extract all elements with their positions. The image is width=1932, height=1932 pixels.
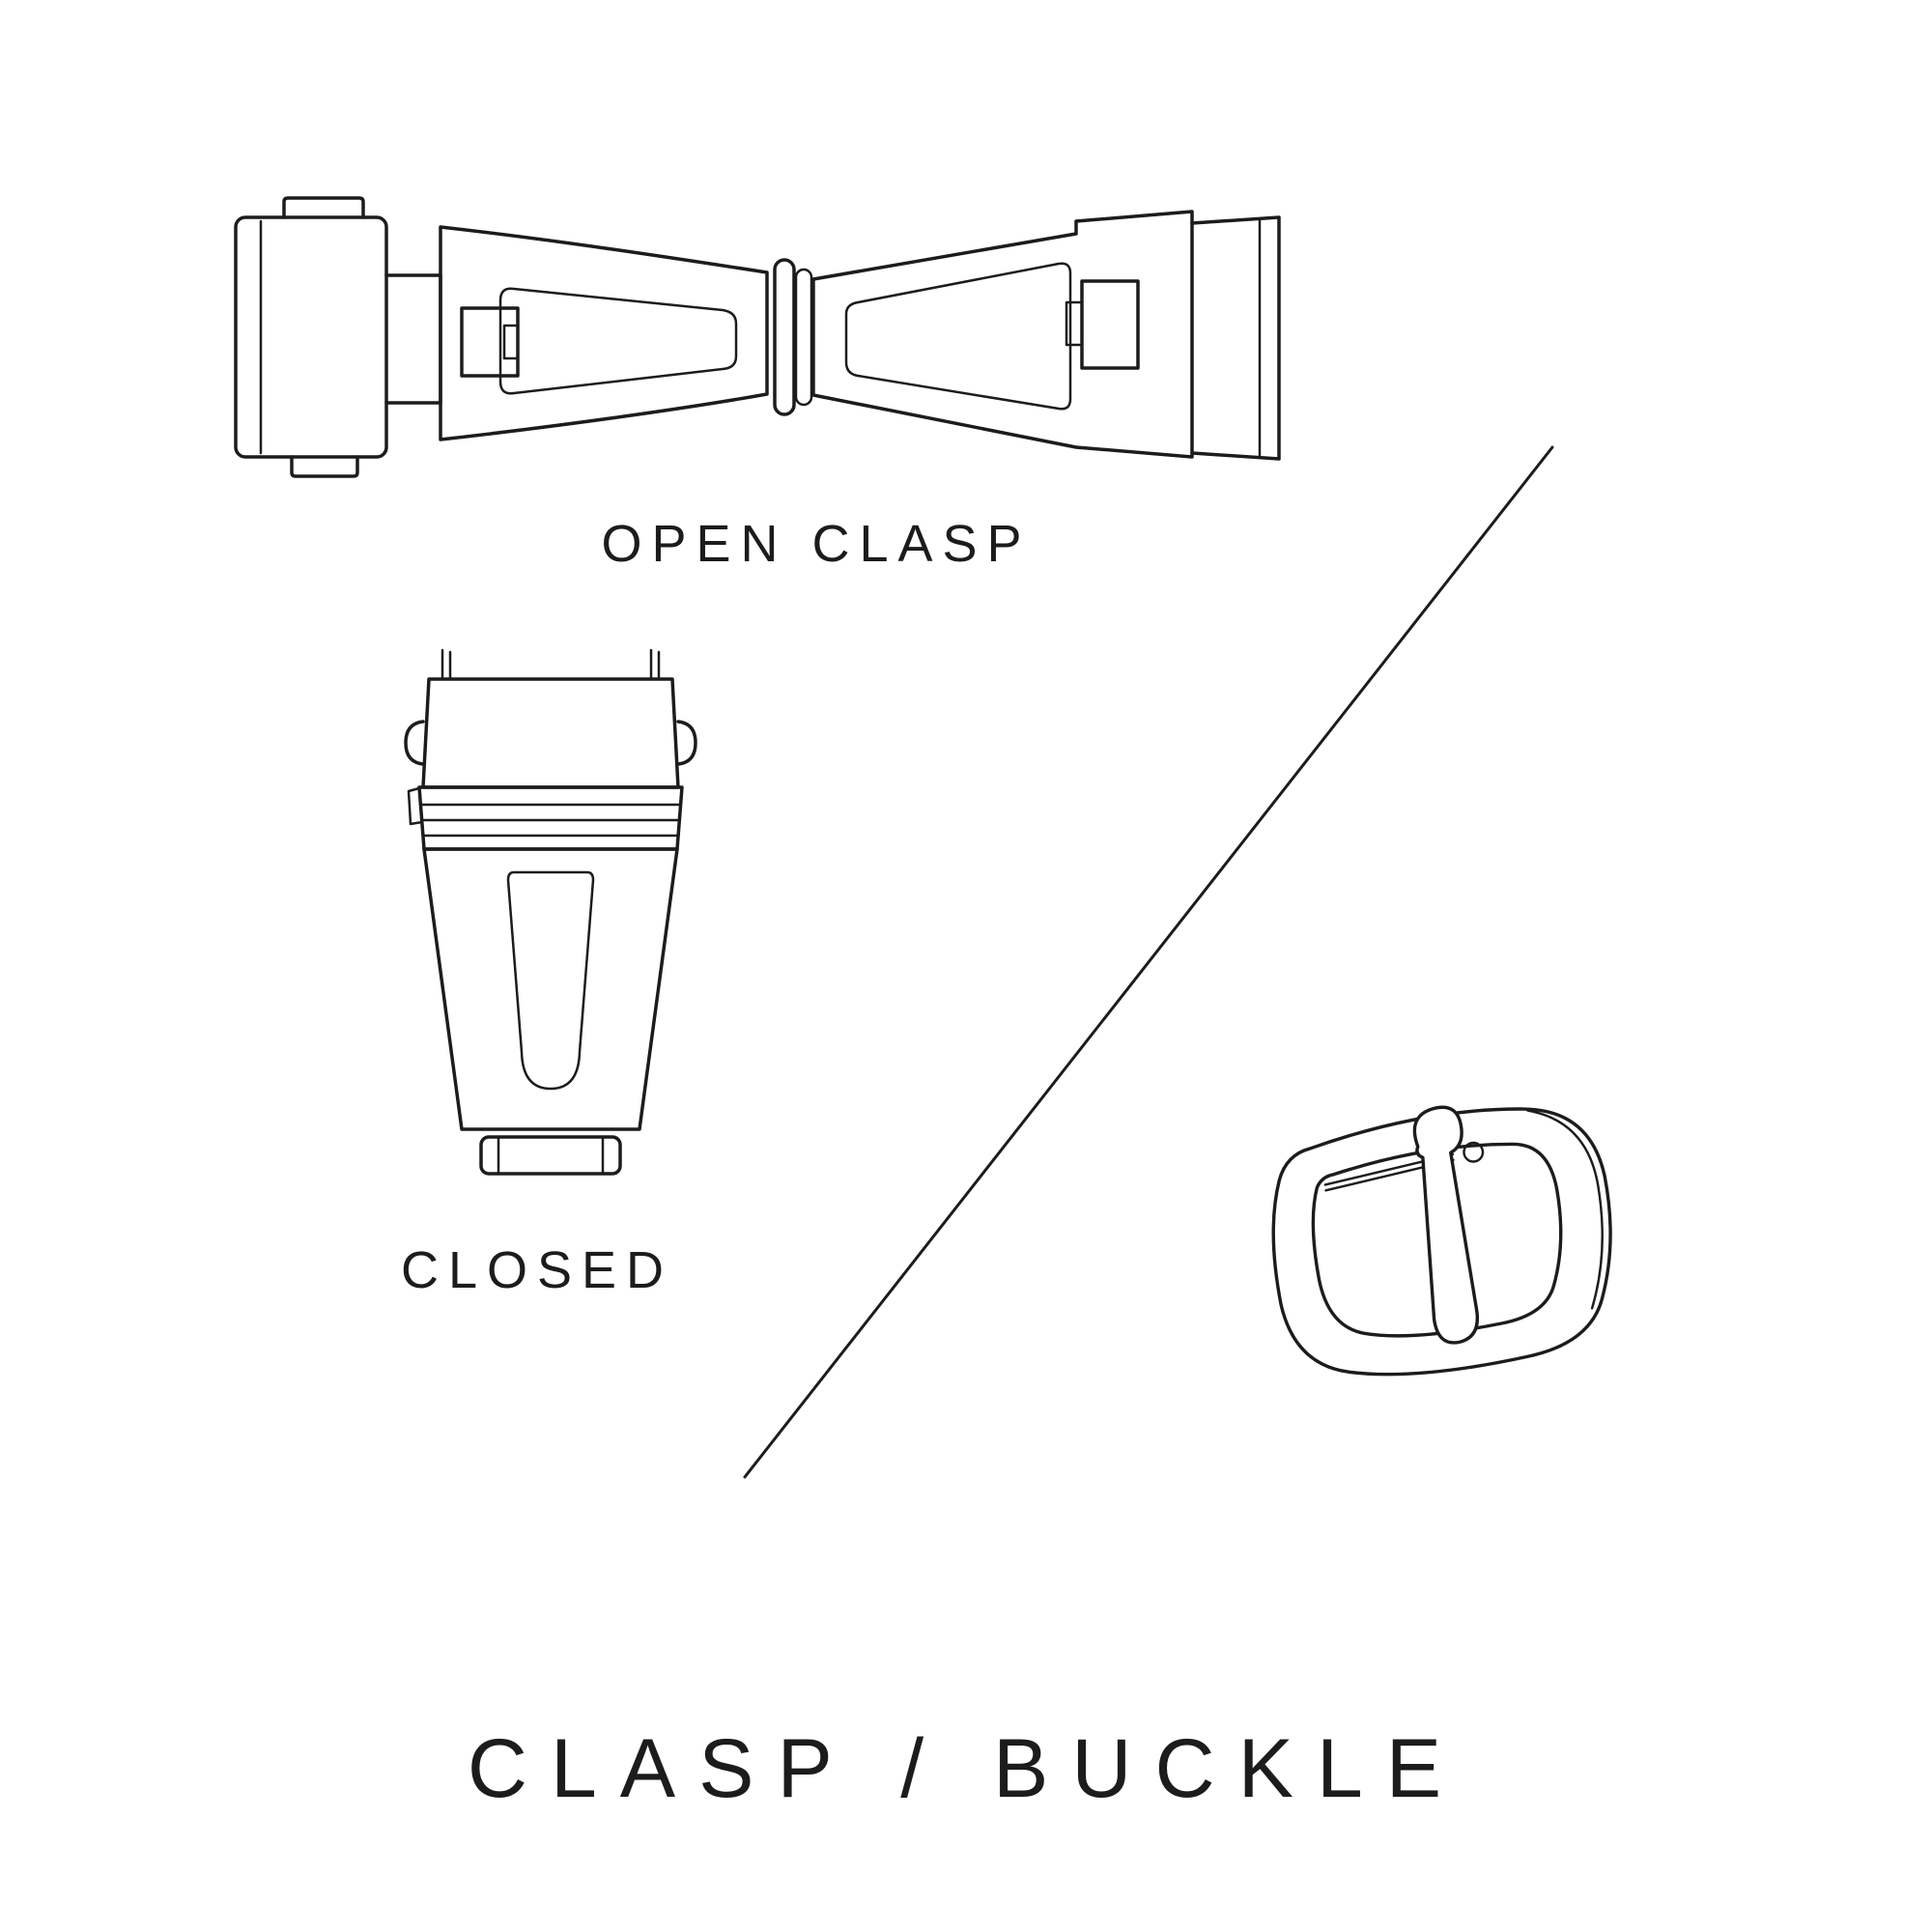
closed-clasp-icon [404,648,697,1176]
closed-clasp-illustration [386,642,715,1203]
buckle-illustration [1227,1063,1642,1439]
page-title: CLASP / BUCKLE [467,1722,1465,1815]
open-clasp-label: OPEN CLASP [601,515,1032,573]
open-clasp-illustration [222,179,1304,497]
tang-buckle-icon [1271,1105,1612,1377]
closed-clasp-label: CLOSED [400,1241,674,1299]
open-clasp-icon [234,196,1281,478]
